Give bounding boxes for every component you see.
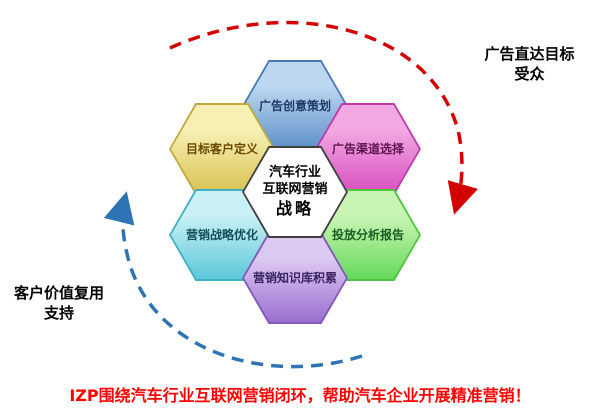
hexagon-label: 广告渠道选择 bbox=[331, 141, 404, 156]
caption: IZP围绕汽车行业互联网营销闭环，帮助汽车企业开展精准营销！ bbox=[0, 382, 600, 406]
hexagon-label: 营销战略优化 bbox=[185, 227, 258, 242]
annotation-line: 受众 bbox=[514, 65, 545, 84]
annotation-top-right: 广告直达目标 受众 bbox=[462, 44, 597, 85]
caption-text: IZP围绕汽车行业互联网营销闭环，帮助汽车企业开展精准营销！ bbox=[69, 386, 531, 405]
center-line-3: 战略 bbox=[275, 199, 314, 219]
annotation-line: 客户价值复用 bbox=[13, 284, 104, 302]
hexagon-label: 目标客户定义 bbox=[185, 141, 258, 156]
annotation-line: 支持 bbox=[43, 304, 74, 323]
center-line-1: 汽车行业 bbox=[268, 164, 321, 180]
hexagon-label: 营销知识库积累 bbox=[252, 270, 337, 285]
annotation-line: 广告直达目标 bbox=[484, 45, 575, 63]
center-line-2: 互联网营销 bbox=[262, 182, 328, 197]
hexagon-label: 广告创意策划 bbox=[258, 98, 331, 113]
hexagon-label: 投放分析报告 bbox=[331, 227, 404, 242]
annotation-bottom-left: 客户价值复用 支持 bbox=[0, 283, 118, 324]
